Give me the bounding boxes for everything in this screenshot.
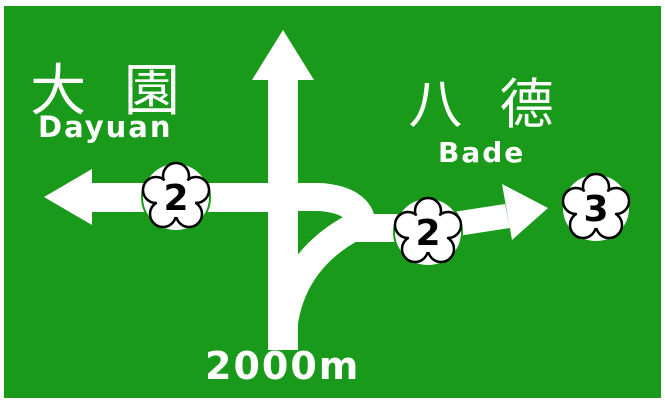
destination-left-english: Dayuan	[38, 110, 173, 144]
route-number-right-near: 2	[415, 213, 440, 254]
ramp-curve	[269, 183, 400, 332]
distance-label: 2000m	[205, 344, 361, 388]
route-shield-right-far: 3	[561, 172, 631, 243]
route-shield-right-near: 2	[393, 196, 463, 267]
route-number-left: 2	[163, 178, 188, 219]
destination-left-chinese: 大 園	[30, 59, 190, 124]
route-number-right-far: 3	[583, 189, 608, 230]
destination-right-chinese: 八 德	[408, 73, 564, 136]
destination-right-english: Bade	[438, 136, 526, 169]
route-shield-left: 2	[141, 161, 211, 232]
